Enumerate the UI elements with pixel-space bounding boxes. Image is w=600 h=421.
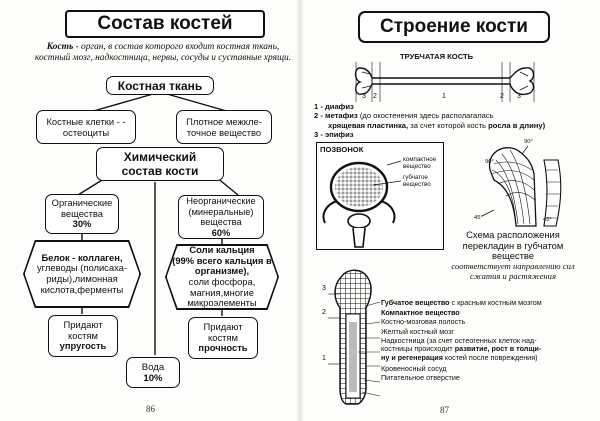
right-page-number: 87 <box>440 405 449 415</box>
tubular-bone-illustration <box>354 62 535 102</box>
organic-box: Органические вещества 30% <box>45 194 119 234</box>
femur-label-periosteum: Надкостница (за счет остеогенных клеток … <box>381 335 542 362</box>
tubular-num-2-right: 2 <box>500 93 504 100</box>
salts-hexagon: Соли кальция (99% всего кальция в органи… <box>165 244 279 310</box>
chemical-composition-box: Химический состав кости <box>96 147 224 181</box>
bone-cells-box: Костные клетки - - остеоциты <box>36 110 136 144</box>
angle-90-top: 90° <box>524 139 533 145</box>
angle-45-right: 45° <box>543 217 552 223</box>
tubular-num-1: 1 <box>442 93 446 100</box>
femur-num-3: 3 <box>322 285 326 292</box>
femur-label-blood-vessel: Кровеносный сосуд <box>381 363 447 373</box>
protein-hexagon: Белок - коллаген, углеводы (полисаха- ри… <box>23 240 141 308</box>
spongy-substance-label: губчатое вещество <box>403 174 431 188</box>
tubular-num-3-right: 3 <box>517 93 521 100</box>
bone-tissue-box: Костная ткань <box>106 76 214 95</box>
femur-labels: Губчатое вещество с красным костным мозг… <box>381 298 599 383</box>
tubular-num-3-left: 3 <box>362 93 366 100</box>
legend-item-metaphysis-cont: хрящевая пластинка, за счет которой кост… <box>328 120 546 130</box>
book-gutter <box>296 0 304 421</box>
vertebra-illustration <box>322 160 402 248</box>
tubular-num-2-left: 2 <box>373 93 377 100</box>
femur-label-compact: Компактное вещество <box>381 307 460 317</box>
intercellular-box: Плотное межкле- точное вещество <box>176 110 272 144</box>
legend-item-epiphysis: 3 - эпифиз <box>314 129 354 139</box>
inorganic-box: Неорганические (минеральные) вещества 60… <box>178 195 264 239</box>
femur-trabeculae-illustration <box>481 145 562 227</box>
compact-substance-label: компактное вещество <box>403 156 437 170</box>
femur-label-spongy: Губчатое вещество с красным костным мозг… <box>381 298 542 307</box>
vertebra-panel: ПОЗВОНОК компактное вещество губчатое ве… <box>316 142 444 250</box>
elasticity-box: Придают костям упругость <box>48 315 118 357</box>
bone-definition: Кость - орган, в состав которого входит … <box>34 42 292 64</box>
legend-item-diaphysis: 1 - диафиз <box>314 102 354 111</box>
femur-label-yellow-marrow: Желтый костный мозг <box>381 327 455 337</box>
vertebra-label: ПОЗВОНОК <box>320 145 364 154</box>
left-page-number: 86 <box>146 404 155 414</box>
femur-num-2: 2 <box>322 309 326 316</box>
femur-section-illustration <box>328 269 381 405</box>
bone-parts-legend: 1 - диафиз 2 - метафиз (до окостенения з… <box>314 102 599 139</box>
angle-90-side: 90° <box>485 159 494 165</box>
tubular-bone-label: ТРУБЧАТАЯ КОСТЬ <box>400 52 474 61</box>
strength-box: Придают костям прочность <box>188 317 258 359</box>
femur-num-1: 1 <box>322 355 326 362</box>
trabeculae-caption: Схема расположения перекладин в губчатом… <box>451 229 575 281</box>
legend-item-metaphysis: 2 - метафиз (до окостенения здесь распол… <box>314 111 494 121</box>
angle-45-left: 45° <box>474 215 483 221</box>
femur-label-cavity: Костно-мозговая полость <box>381 317 466 327</box>
left-page-title: Состав костей <box>65 10 265 38</box>
right-page-title: Строение кости <box>358 11 550 43</box>
femur-label-nutrient-foramen: Питательное отверстие <box>381 373 460 383</box>
water-box: Вода 10% <box>126 357 180 388</box>
